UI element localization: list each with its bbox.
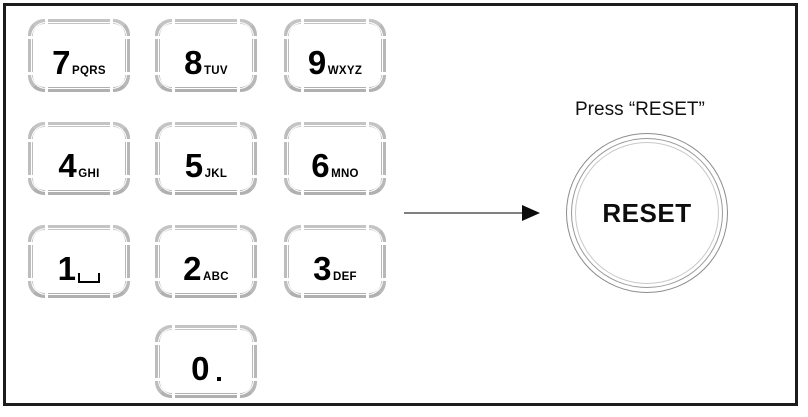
key-notch [380,278,387,281]
reset-button-label: RESET [602,197,692,228]
key-notch [301,189,304,196]
key-notch [124,175,131,178]
key-notch [110,189,113,196]
key-notch [237,86,240,93]
key-notch [301,292,304,299]
key-notch [366,86,369,93]
key-notch [301,86,304,93]
keypad-key-4[interactable]: 4 GHI [27,121,131,196]
key-notch [251,242,258,245]
key-digit: 1 [57,249,76,287]
keypad-key-1[interactable]: 1 [27,224,131,299]
key-notch [251,72,258,75]
key-digit: 5 [184,146,203,184]
keypad: 7 PQRS 8 TUV [27,18,387,399]
key-face: 8 TUV [160,24,252,87]
key-notch [124,242,131,245]
reset-button[interactable]: RESET [566,133,728,293]
key-digit: 6 [311,146,330,184]
key-notch [45,292,48,299]
key-digit: 4 [58,146,77,184]
key-notch [172,292,175,299]
key-face: 5 JKL [160,127,252,190]
keypad-key-7[interactable]: 7 PQRS [27,18,131,93]
key-notch [45,189,48,196]
key-notch [380,36,387,39]
key-notch [124,36,131,39]
keypad-key-9[interactable]: 9 WXYZ [283,18,387,93]
key-notch [110,86,113,93]
key-letters: WXYZ [327,65,363,77]
key-notch [380,175,387,178]
key-notch [380,72,387,75]
reset-instruction-text: Press “RESET” [575,99,705,120]
key-notch [124,278,131,281]
key-digit: 3 [313,249,331,287]
key-notch [237,292,240,299]
keypad-key-6[interactable]: 6 MNO [283,121,387,196]
key-letters: DEF [332,271,357,283]
key-digit: 0 [191,349,209,387]
key-notch [110,292,113,299]
keypad-key-8[interactable]: 8 TUV [154,18,258,93]
key-notch [380,139,387,142]
key-notch [251,36,258,39]
key-notch [172,392,175,399]
key-notch [251,278,258,281]
key-face: 4 GHI [33,127,125,190]
key-notch [124,139,131,142]
key-notch [124,72,131,75]
key-notch [237,189,240,196]
key-face: 0 [160,330,252,393]
key-face: 7 PQRS [33,24,125,87]
key-face: 9 WXYZ [289,24,381,87]
key-face: 3 DEF [289,230,381,293]
key-notch [251,342,258,345]
keypad-key-2[interactable]: 2 ABC [154,224,258,299]
key-face: 6 MNO [289,127,381,190]
key-face: 2 ABC [160,230,252,293]
key-letters: GHI [78,168,100,180]
key-notch [251,139,258,142]
key-digit: 7 [52,43,71,81]
key-letters: JKL [204,168,228,180]
key-letters: PQRS [72,65,106,77]
space-bar-icon [78,273,101,283]
key-letters: TUV [203,65,228,77]
keypad-key-3[interactable]: 3 DEF [283,224,387,299]
key-digit: 8 [184,43,202,81]
key-notch [366,292,369,299]
key-notch [366,189,369,196]
right-arrow-icon [404,205,540,221]
key-notch [172,189,175,196]
key-digit: 9 [307,43,326,81]
key-digit: 2 [183,249,202,287]
key-letters: ABC [203,271,229,283]
key-notch [251,378,258,381]
keypad-key-5[interactable]: 5 JKL [154,121,258,196]
key-notch [251,175,258,178]
key-letters: MNO [331,168,359,180]
period-icon [216,377,221,381]
key-notch [237,392,240,399]
key-notch [172,86,175,93]
keypad-key-0[interactable]: 0 [154,324,258,399]
key-face: 1 [33,230,125,293]
key-notch [45,86,48,93]
key-notch [380,242,387,245]
